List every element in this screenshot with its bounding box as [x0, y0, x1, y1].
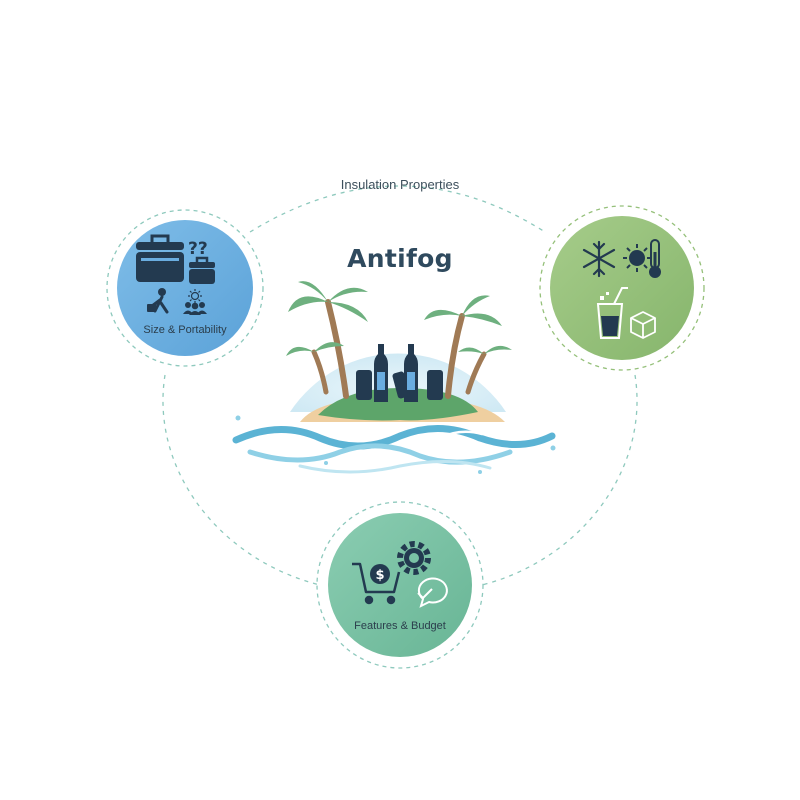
connector-top [249, 185, 546, 233]
dollar-icon: $ [370, 564, 390, 584]
person-carrying-icon [147, 288, 169, 314]
wave-dots [235, 415, 556, 474]
shopping-cart-icon [352, 562, 401, 605]
cold-drink-icon [596, 287, 628, 339]
features-budget-label: Features & Budget [354, 620, 446, 632]
group-icon [183, 302, 207, 315]
svg-text:$: $ [375, 568, 384, 583]
size-portability-label: Size & Portability [143, 324, 227, 336]
gear-icon [397, 541, 431, 575]
bottles [356, 344, 443, 402]
connector-right [481, 374, 638, 586]
features-budget-node[interactable]: $ [316, 501, 484, 669]
palm-trees [311, 299, 487, 399]
snowflake-icon [582, 240, 616, 278]
insulation-node[interactable] [539, 205, 705, 371]
connector-lines [162, 185, 638, 586]
connector-left [162, 374, 321, 586]
bubbles [309, 289, 483, 383]
cooler-icon [136, 234, 184, 282]
ice-cube-icon [630, 311, 656, 339]
center-title: Antifog [347, 244, 453, 273]
thermometer-icon [649, 239, 661, 278]
sun-icon [188, 289, 202, 303]
small-cooler-icon [189, 256, 215, 284]
island-illustration [232, 281, 556, 474]
question-marks: ?? [188, 239, 208, 259]
palm-leaves [286, 281, 512, 356]
waves [232, 425, 556, 474]
sun-icon [623, 244, 651, 272]
chat-check-icon [417, 577, 448, 608]
insulation-properties-label: Insulation Properties [340, 177, 460, 192]
size-portability-node[interactable]: ?? [106, 209, 264, 367]
